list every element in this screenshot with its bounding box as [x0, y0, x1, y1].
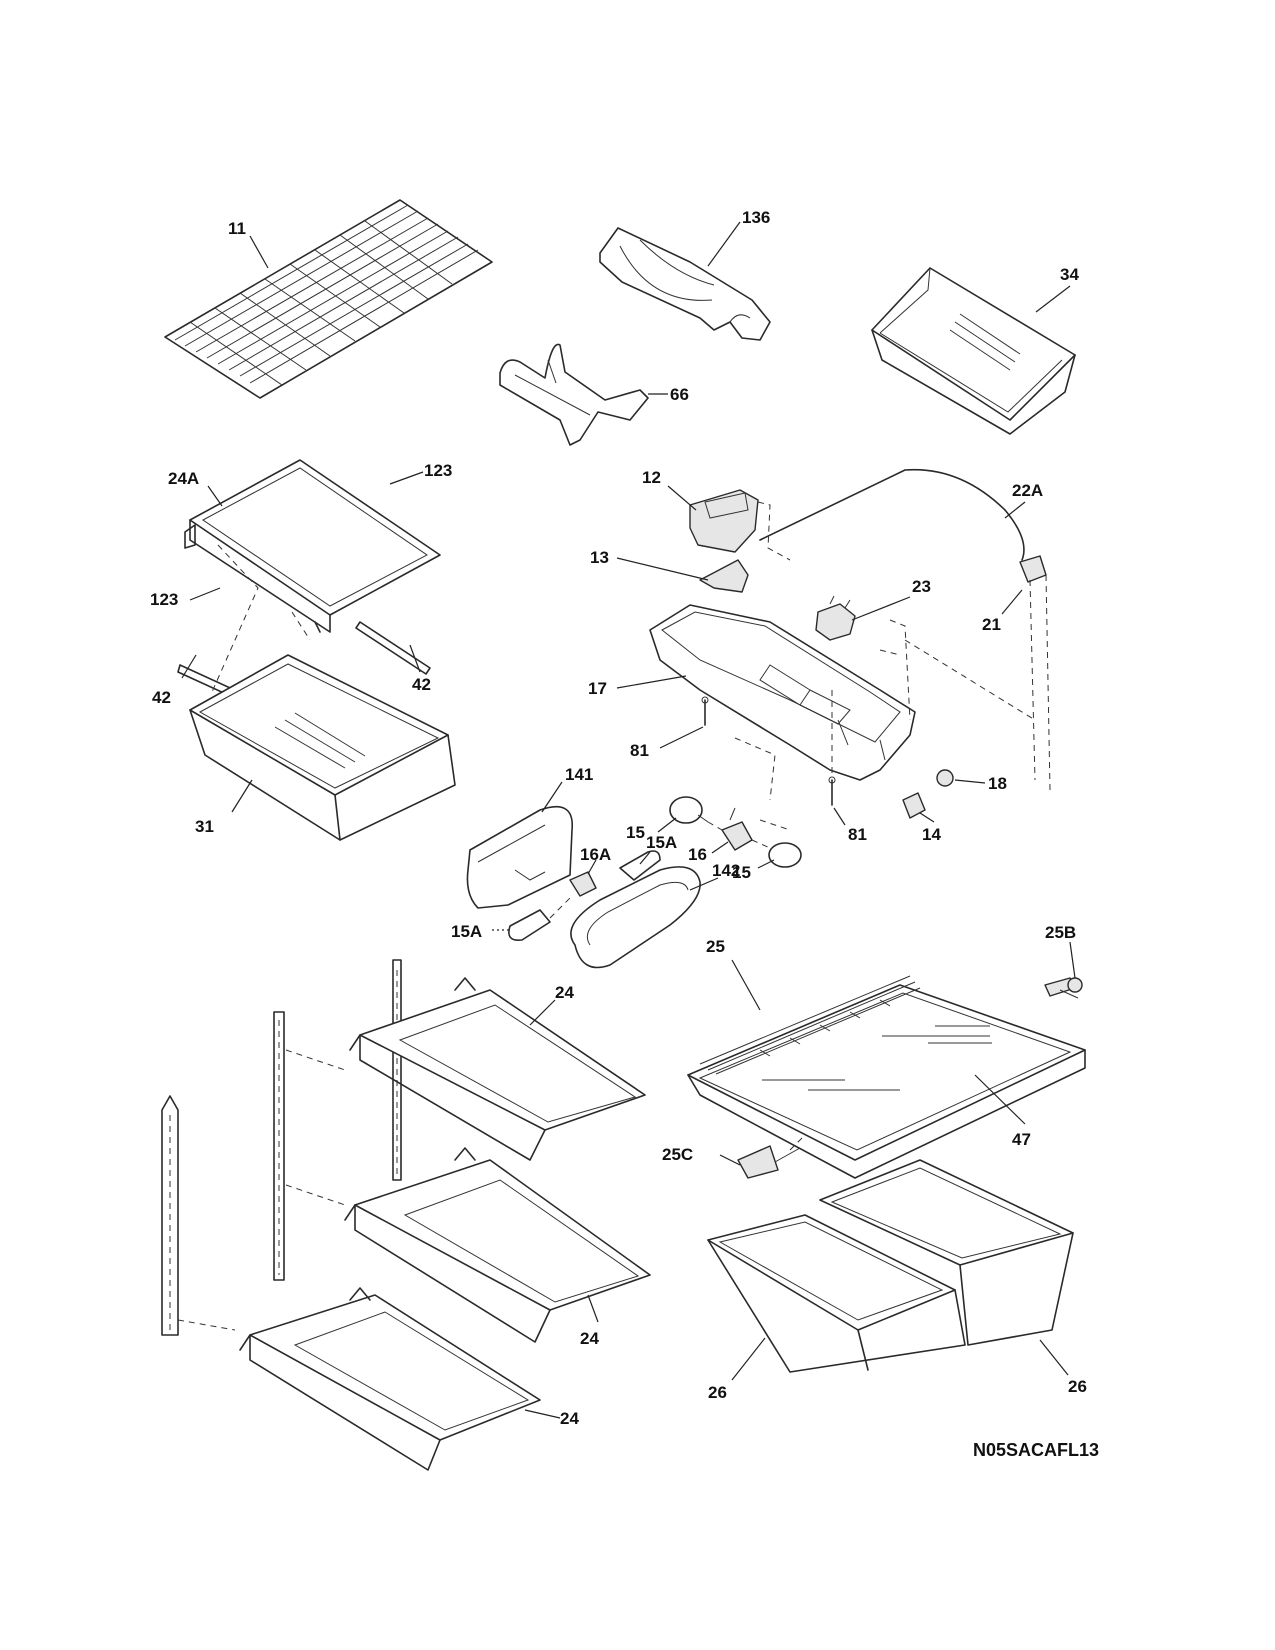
- part-12-cover: [689, 489, 759, 553]
- part-11-wire-shelf: [164, 199, 493, 399]
- callout-123-left: 123: [150, 590, 178, 609]
- part-142-lens: [570, 866, 701, 969]
- callout-22a: 22A: [1012, 481, 1043, 500]
- part-18-grommet: [936, 769, 954, 787]
- callout-25: 25: [706, 937, 725, 956]
- callout-42-right: 42: [412, 675, 431, 694]
- callout-123-top: 123: [424, 461, 452, 480]
- part-17-light-housing: [649, 604, 916, 781]
- part-26-drawer-right: [819, 1159, 1074, 1346]
- callout-15-left: 15: [626, 823, 645, 842]
- callout-81-right: 81: [848, 825, 867, 844]
- callout-42-left: 42: [152, 688, 171, 707]
- callout-24-mid: 24: [580, 1329, 599, 1348]
- callout-15-right: 15: [732, 863, 751, 882]
- callout-11: 11: [228, 219, 246, 238]
- callout-24a: 24A: [168, 469, 199, 488]
- part-66-wire-rack: [499, 343, 649, 446]
- callout-17: 17: [588, 679, 607, 698]
- part-25b-clip: [1044, 977, 1083, 999]
- callout-25b: 25B: [1045, 923, 1076, 942]
- part-14-switch: [902, 792, 926, 819]
- part-25c-bracket: [737, 1145, 801, 1179]
- part-34-bin: [871, 267, 1076, 435]
- callout-34: 34: [1060, 265, 1079, 284]
- part-15a-bulb-lower: [508, 909, 551, 942]
- part-26-drawer-left: [707, 1214, 966, 1373]
- callout-25c: 25C: [662, 1145, 693, 1164]
- ladder-rail-mid: [273, 1011, 285, 1281]
- callout-16: 16: [688, 845, 707, 864]
- callout-47: 47: [1012, 1130, 1031, 1149]
- callout-31: 31: [195, 817, 214, 836]
- part-15-bulb-left: [669, 796, 709, 824]
- callout-142: 142: [712, 861, 740, 880]
- part-31-pan: [189, 654, 456, 841]
- part-15-bulb-right: [768, 842, 802, 868]
- part-25-crisper-cover: [687, 975, 1086, 1179]
- part-24a-glass-shelf: [184, 459, 441, 633]
- part-141-light-shield: [466, 805, 573, 909]
- callout-26-right: 26: [1068, 1377, 1087, 1396]
- callout-16a: 16A: [580, 845, 611, 864]
- part-21-switch: [1019, 555, 1047, 583]
- callout-81-left: 81: [630, 741, 649, 760]
- callout-13: 13: [590, 548, 609, 567]
- part-15a-bulb-upper: [619, 850, 661, 881]
- callout-26-left: 26: [708, 1383, 727, 1402]
- callout-12: 12: [642, 468, 661, 487]
- part-81-screw-right: [828, 776, 836, 806]
- part-81-screw-left: [701, 696, 709, 726]
- part-47-glass-insert: [762, 1025, 992, 1091]
- callout-15a-lower: 15A: [451, 922, 482, 941]
- part-136-holder: [599, 227, 771, 341]
- part-24-shelf-bottom: [239, 1287, 541, 1471]
- callout-21: 21: [982, 615, 1001, 634]
- callout-24-bottom: 24: [560, 1409, 579, 1428]
- callout-23: 23: [912, 577, 931, 596]
- part-24-shelf-mid: [344, 1147, 651, 1343]
- ladder-rail-rear: [392, 959, 402, 1181]
- callout-18: 18: [988, 774, 1007, 793]
- ladder-rail-front: [161, 1095, 179, 1336]
- part-16a-socket: [569, 871, 597, 897]
- callout-66: 66: [670, 385, 689, 404]
- part-23-control: [815, 595, 856, 641]
- diagram-code: N05SACAFL13: [973, 1440, 1099, 1460]
- callout-136: 136: [742, 208, 770, 227]
- callout-14: 14: [922, 825, 941, 844]
- part-22a-wire-harness: [759, 468, 1025, 561]
- callout-24-top: 24: [555, 983, 574, 1002]
- part-42-slide-rail-right: [355, 621, 431, 675]
- callout-141: 141: [565, 765, 593, 784]
- part-24-shelf-top: [349, 977, 646, 1161]
- part-13-diffuser: [699, 559, 749, 593]
- callout-15a-upper: 15A: [646, 833, 677, 852]
